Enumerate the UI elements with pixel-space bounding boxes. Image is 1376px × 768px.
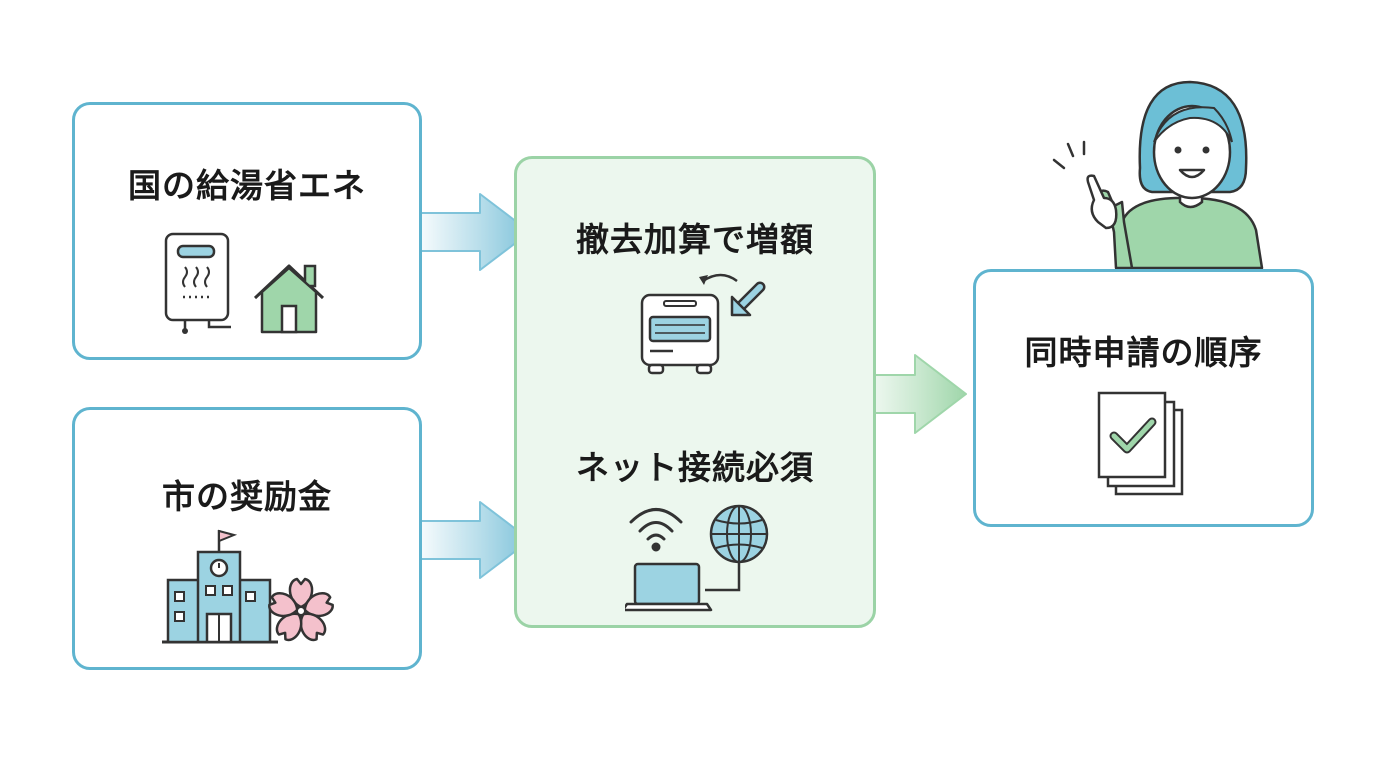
national-subsidy-title: 国の給湯省エネ xyxy=(128,166,366,205)
network-required-title: ネット接続必須 xyxy=(576,448,814,487)
water-heater-icon xyxy=(164,232,231,334)
globe-icon xyxy=(705,504,769,592)
checked-documents-icon xyxy=(1097,391,1184,496)
sakura-flower-icon xyxy=(268,577,334,642)
national-subsidy-box: 国の給湯省エネ xyxy=(72,102,422,360)
wifi-icon xyxy=(629,508,683,552)
laptop-icon xyxy=(625,562,713,612)
person-pointing-icon xyxy=(1052,80,1264,270)
requirements-box: 撤去加算で増額 ネット接続必須 xyxy=(514,156,876,628)
arrow-national-to-center xyxy=(417,193,531,271)
city-hall-icon xyxy=(162,529,278,644)
application-order-title: 同時申請の順序 xyxy=(1024,333,1263,372)
heater-unit-icon xyxy=(640,273,766,375)
house-icon xyxy=(253,264,325,334)
city-incentive-box: 市の奨励金 xyxy=(72,407,422,670)
arrow-city-to-center xyxy=(417,501,531,579)
network-icons xyxy=(625,504,769,612)
emphasis-lines xyxy=(1052,140,1086,170)
city-incentive-title: 市の奨励金 xyxy=(162,477,332,516)
application-order-box: 同時申請の順序 xyxy=(973,269,1314,527)
removal-bonus-title: 撤去加算で増額 xyxy=(576,220,814,259)
